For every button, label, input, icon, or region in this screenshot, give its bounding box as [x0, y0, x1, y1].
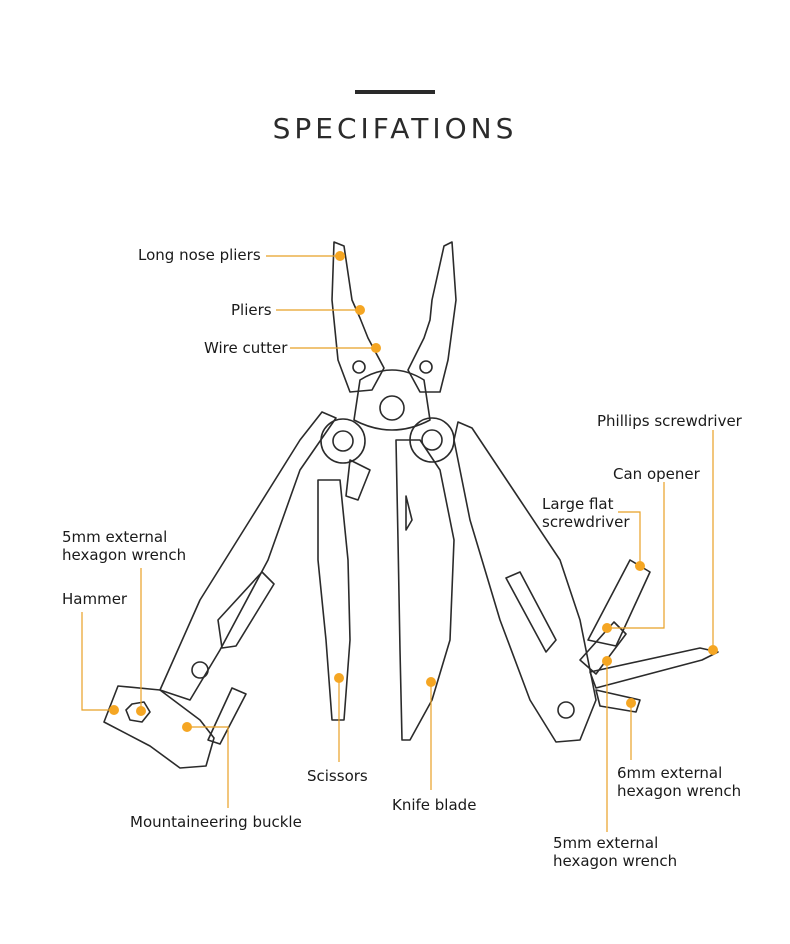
leader-large-flat-screwdriver — [618, 511, 641, 566]
dot-large-flat-screwdriver — [635, 561, 645, 571]
dot-scissors — [334, 673, 344, 683]
label-large-flat-screwdriver: Large flat screwdriver — [542, 495, 630, 531]
buckle-hook — [207, 687, 247, 745]
page-title: SPECIFATIONS — [272, 112, 518, 145]
label-pliers: Pliers — [231, 301, 272, 319]
dot-long-nose-pliers — [335, 251, 345, 261]
handle-hub-left-inner — [332, 430, 354, 452]
label-hex-wrench-5mm-right: 5mm external hexagon wrench — [553, 834, 678, 870]
label-mountaineering-buckle: Mountaineering buckle — [130, 813, 302, 831]
label-can-opener: Can opener — [613, 465, 700, 483]
plier-pivot — [379, 395, 405, 421]
can-opener — [579, 621, 627, 675]
dot-hex-wrench-5mm-right — [602, 656, 612, 666]
left-handle — [159, 411, 337, 701]
dot-hammer — [109, 705, 119, 715]
flat-screwdriver — [587, 559, 651, 647]
left-handle-cutout — [217, 571, 275, 649]
rivet-right — [419, 360, 433, 374]
dot-hex-wrench-5mm-left — [136, 706, 146, 716]
handle-hub-right-inner — [421, 429, 443, 451]
hex-wrench-right — [595, 689, 641, 713]
label-wire-cutter: Wire cutter — [204, 339, 288, 357]
dot-phillips-screwdriver — [708, 645, 718, 655]
title-accent-bar — [355, 90, 435, 94]
scissors-spring — [345, 459, 371, 501]
right-handle-screw — [557, 701, 575, 719]
dot-pliers — [355, 305, 365, 315]
hammer-head — [103, 685, 215, 769]
plier-jaw-right — [407, 241, 457, 393]
dot-mountaineering-buckle — [182, 722, 192, 732]
label-phillips-screwdriver: Phillips screwdriver — [597, 412, 742, 430]
dot-can-opener — [602, 623, 612, 633]
dot-hex-wrench-6mm — [626, 698, 636, 708]
left-handle-screw — [191, 661, 209, 679]
label-scissors: Scissors — [307, 767, 368, 785]
rivet-left — [352, 360, 366, 374]
hex-wrench-left-hole — [125, 701, 151, 723]
multitool-illustration — [103, 241, 719, 769]
plier-jaw-left — [331, 241, 385, 393]
leader-lines — [81, 255, 714, 832]
leader-can-opener — [607, 482, 665, 629]
scissors-blade — [317, 479, 351, 721]
plier-hub — [353, 369, 431, 431]
label-knife-blade: Knife blade — [392, 796, 477, 814]
leader-hammer — [81, 612, 114, 711]
phillips-screwdriver — [589, 647, 719, 689]
right-handle-cutout — [505, 571, 557, 653]
right-handle — [453, 421, 597, 743]
label-hex-wrench-5mm-left: 5mm external hexagon wrench — [62, 528, 187, 564]
label-long-nose-pliers: Long nose pliers — [138, 246, 261, 264]
dot-wire-cutter — [371, 343, 381, 353]
handle-hub-left — [320, 418, 366, 464]
knife-blade — [395, 439, 455, 741]
callout-dots — [109, 251, 718, 732]
knife-thumb-slot — [405, 495, 413, 531]
dot-knife-blade — [426, 677, 436, 687]
label-hammer: Hammer — [62, 590, 128, 608]
label-hex-wrench-6mm: 6mm external hexagon wrench — [617, 764, 742, 800]
leader-mountaineering-buckle — [187, 726, 229, 808]
